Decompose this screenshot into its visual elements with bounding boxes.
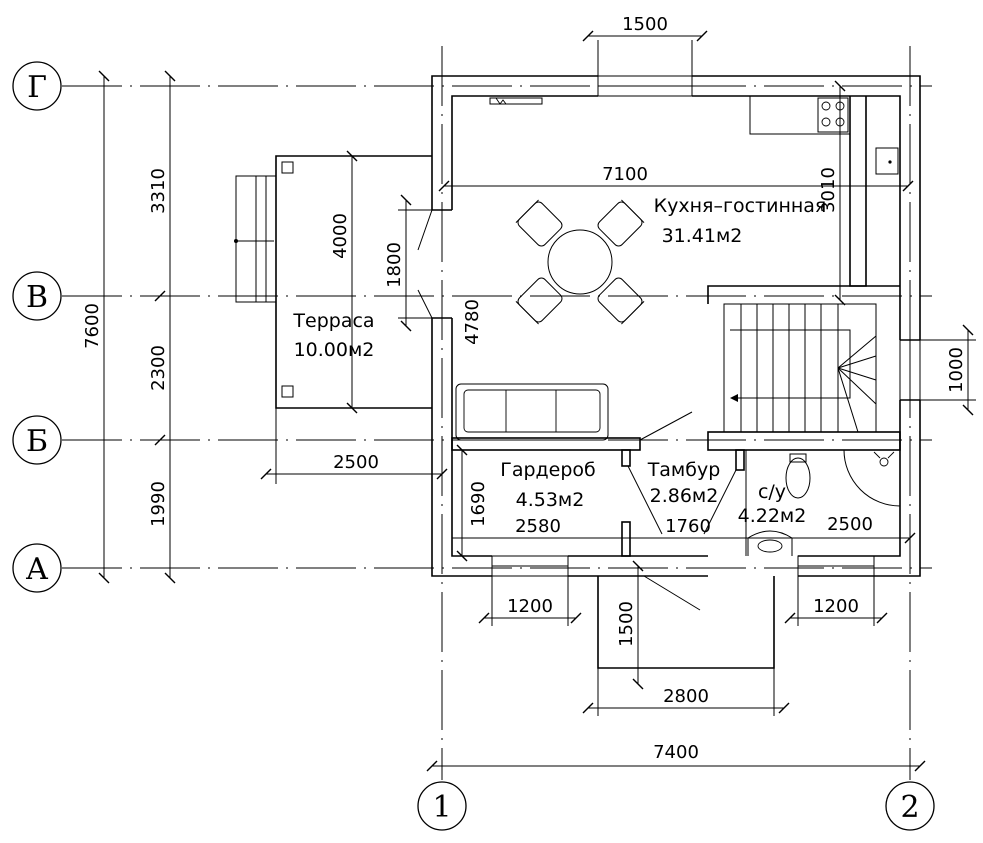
terrace-area: 10.00м2: [294, 339, 375, 361]
svg-text:1500: 1500: [622, 14, 668, 35]
dining-table: [515, 199, 645, 325]
porch: 1500 2800: [582, 560, 790, 716]
svg-text:1: 1: [432, 790, 451, 825]
svg-text:7600: 7600: [82, 303, 103, 349]
svg-text:Г: Г: [27, 70, 47, 105]
bathroom-name: с/у: [758, 481, 786, 503]
terrace-name: Терраса: [292, 310, 374, 332]
window-bottom-left: 1200: [478, 555, 582, 626]
svg-text:2580: 2580: [515, 516, 561, 537]
radiator-icon: [489, 97, 543, 105]
wardrobe-area: 4.53м2: [516, 489, 585, 511]
svg-text:3310: 3310: [148, 168, 169, 214]
svg-text:1760: 1760: [665, 516, 711, 537]
bathroom: 2500 с/у 4.22м2: [738, 449, 916, 556]
staircase: [707, 285, 900, 433]
svg-text:2: 2: [900, 790, 919, 825]
bathroom-area: 4.22м2: [738, 505, 807, 527]
terrace-steps: [234, 175, 277, 303]
axis-bubble-row-v: В: [12, 271, 62, 321]
terrace-door: [417, 209, 433, 319]
svg-text:1800: 1800: [384, 242, 405, 288]
overall-width-dimension: 7400: [426, 742, 926, 772]
window-right: 1000: [899, 324, 976, 416]
svg-text:А: А: [26, 552, 49, 587]
svg-text:1000: 1000: [946, 347, 967, 393]
stove-icon: [817, 97, 849, 133]
svg-text:2800: 2800: [663, 686, 709, 707]
terrace: 4000 1800 2500 Терраса 10.00м2: [234, 150, 448, 484]
wardrobe: 1690 2580 Гардероб 4.53м2: [452, 444, 631, 562]
kitchen-living: 7100 3010 4780 Кухня–гостинная 31.41м2: [438, 80, 914, 441]
svg-text:В: В: [26, 280, 48, 315]
window-bottom-right: 1200: [784, 555, 888, 626]
axis-bubble-col-1: 1: [417, 781, 467, 831]
vestibule-area: 2.86м2: [650, 485, 719, 507]
sofa: [455, 383, 609, 441]
svg-text:7400: 7400: [653, 742, 699, 763]
svg-text:1990: 1990: [148, 481, 169, 527]
svg-text:1200: 1200: [813, 596, 859, 617]
svg-text:1690: 1690: [468, 481, 489, 527]
svg-text:1500: 1500: [616, 601, 637, 647]
toilet-icon: [785, 457, 811, 499]
axis-bubble-row-b: Б: [12, 415, 62, 465]
axis-bubble-row-a: А: [12, 543, 62, 593]
wardrobe-name: Гардероб: [500, 459, 596, 481]
axis-bubble-row-g: Г: [12, 61, 62, 111]
vestibule: 1760 Тамбур 2.86м2: [627, 449, 750, 539]
svg-text:Б: Б: [26, 424, 48, 459]
axis-grid: [62, 46, 932, 780]
shower-icon: [843, 449, 901, 507]
window-top: 1500: [582, 14, 708, 97]
svg-text:4000: 4000: [330, 213, 351, 259]
kitchen-area: 31.41м2: [662, 225, 743, 247]
interior-wall-b: [451, 411, 901, 451]
svg-text:2500: 2500: [827, 514, 873, 535]
svg-text:1200: 1200: [507, 596, 553, 617]
axis-bubble-col-2: 2: [885, 781, 935, 831]
svg-text:2300: 2300: [148, 345, 169, 391]
svg-text:7100: 7100: [602, 164, 648, 185]
svg-text:4780: 4780: [462, 299, 483, 345]
svg-text:3010: 3010: [818, 167, 839, 213]
svg-text:2500: 2500: [333, 452, 379, 473]
fridge-icon: [875, 147, 899, 175]
kitchen-name: Кухня–гостинная: [654, 195, 827, 217]
left-dimension-chains: 7600 3310 2300 1990: [82, 70, 180, 584]
vestibule-name: Тамбур: [647, 459, 721, 481]
